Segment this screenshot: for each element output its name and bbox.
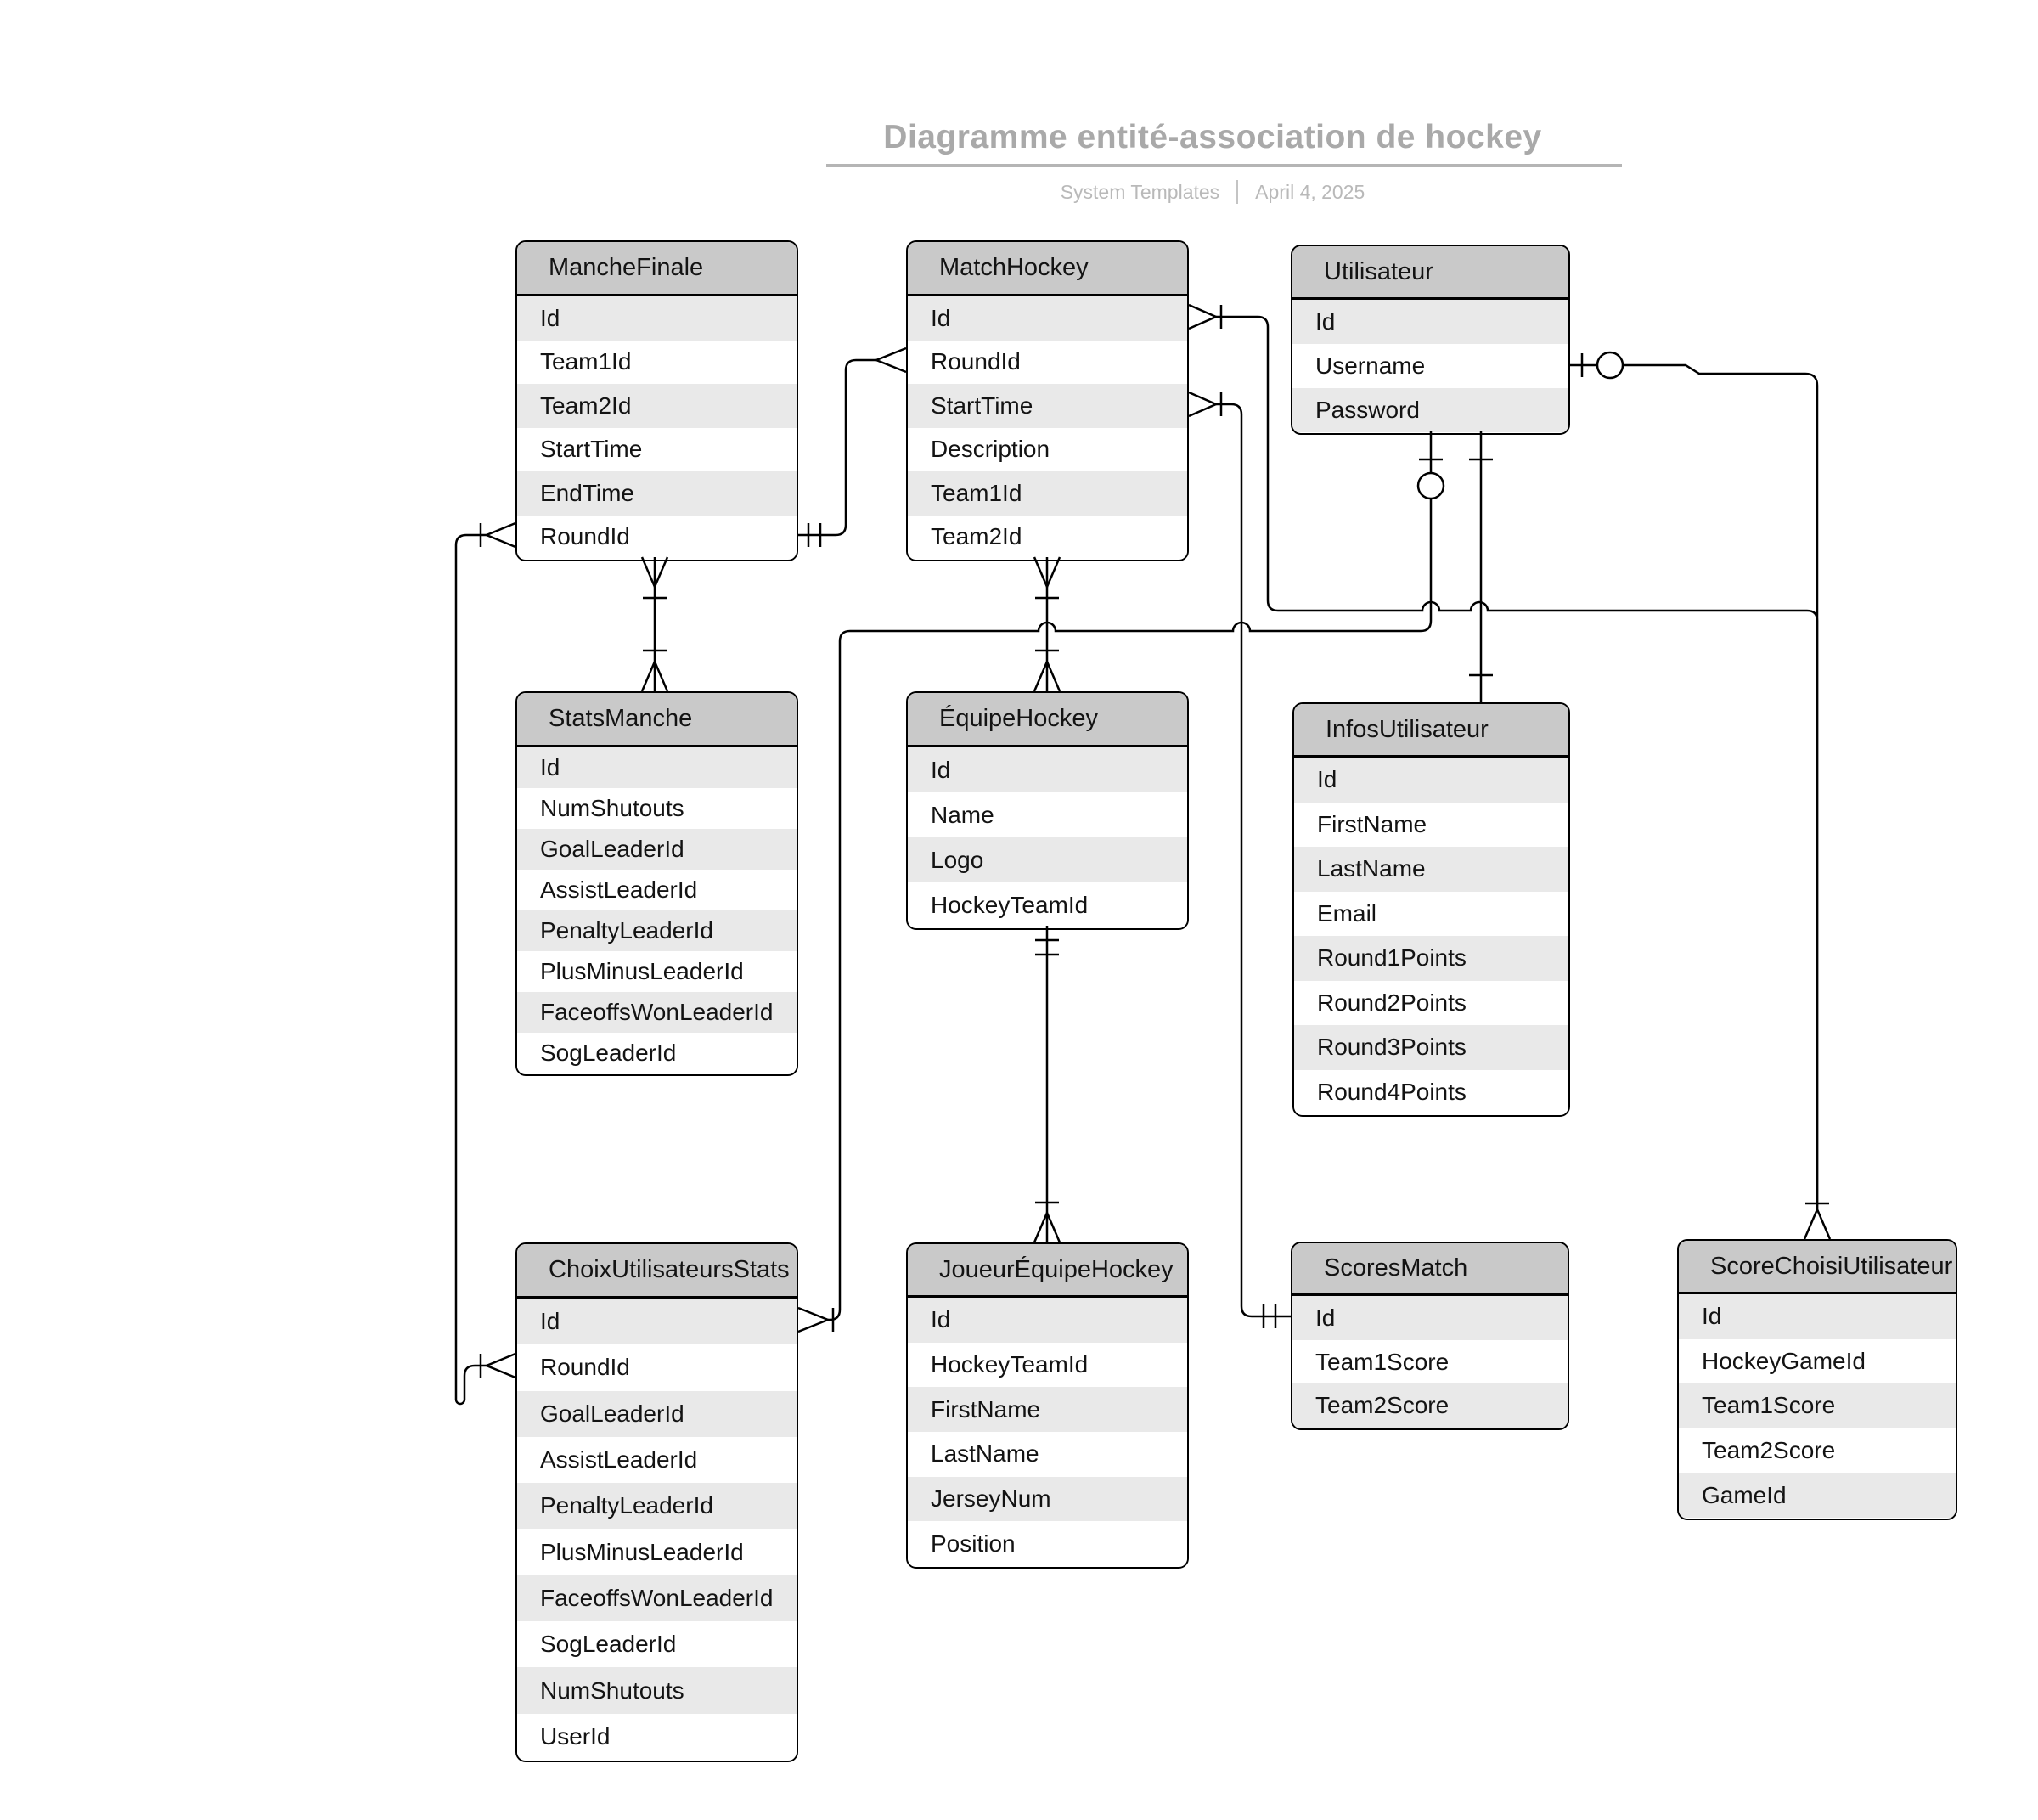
- entity-header-ChoixUtilisateursStats: ChoixUtilisateursStats: [517, 1244, 797, 1299]
- entity-field-row: Password: [1292, 388, 1568, 432]
- entity-field-row: NumShutouts: [517, 1667, 797, 1714]
- entity-field-row: Team1Id: [908, 471, 1187, 516]
- entity-field-row: Round1Points: [1294, 936, 1568, 981]
- entity-field-row: Description: [908, 427, 1187, 471]
- entity-header-Utilisateur: Utilisateur: [1292, 246, 1568, 300]
- entity-field-row: NumShutouts: [517, 788, 797, 829]
- entity-field-row: Team2Id: [908, 515, 1187, 559]
- diagram-subtitle: System Templates April 4, 2025: [746, 180, 1680, 204]
- entity-field-row: GameId: [1679, 1473, 1956, 1518]
- entity-field-row: AssistLeaderId: [517, 870, 797, 910]
- connector-matchhockey-equipehockey: [1033, 556, 1061, 692]
- entity-field-row: Position: [908, 1521, 1187, 1567]
- entity-field-row: HockeyTeamId: [908, 1342, 1187, 1388]
- entity-field-row: Id: [1679, 1294, 1956, 1339]
- entity-field-row: JerseyNum: [908, 1476, 1187, 1522]
- entity-field-row: Id: [517, 747, 797, 788]
- entity-field-row: Team1Score: [1679, 1383, 1956, 1428]
- entity-field-row: Team2Id: [517, 384, 797, 428]
- subtitle-divider: [1236, 180, 1239, 204]
- entity-field-row: GoalLeaderId: [517, 829, 797, 870]
- entity-field-row: LastName: [908, 1432, 1187, 1477]
- entity-field-row: Id: [517, 296, 797, 341]
- entity-field-row: FaceoffsWonLeaderId: [517, 992, 797, 1033]
- entity-field-row: Team2Score: [1292, 1383, 1568, 1428]
- entity-field-row: Id: [908, 296, 1187, 341]
- connector-manchefinale-statsmanche: [640, 556, 669, 692]
- entity-header-InfosUtilisateur: InfosUtilisateur: [1294, 704, 1568, 758]
- entity-field-row: LastName: [1294, 847, 1568, 892]
- entity-field-row: PlusMinusLeaderId: [517, 1529, 797, 1575]
- diagram-title: Diagramme entité-association de hockey: [883, 119, 1542, 155]
- entity-field-row: Id: [908, 1298, 1187, 1343]
- connector-utilisateur-infosutilisateur: [1469, 431, 1493, 702]
- entity-field-row: GoalLeaderId: [517, 1390, 797, 1437]
- entity-field-row: PenaltyLeaderId: [517, 910, 797, 951]
- entity-field-row: Id: [908, 747, 1187, 792]
- title-underline: [826, 164, 1622, 167]
- entity-field-row: PenaltyLeaderId: [517, 1483, 797, 1530]
- entity-field-row: SogLeaderId: [517, 1621, 797, 1668]
- entity-field-row: RoundId: [908, 340, 1187, 384]
- entity-field-row: Name: [908, 792, 1187, 837]
- entity-field-row: Email: [1294, 891, 1568, 936]
- entity-field-row: StartTime: [517, 427, 797, 471]
- entity-field-row: Round3Points: [1294, 1025, 1568, 1070]
- connector-manchefinale-choixutilisateursstats: [454, 521, 516, 1406]
- entity-field-row: AssistLeaderId: [517, 1436, 797, 1484]
- entity-field-row: Username: [1292, 344, 1568, 388]
- entity-field-row: Round2Points: [1294, 980, 1568, 1025]
- entity-field-row: Id: [517, 1299, 797, 1345]
- entity-field-row: Team1Id: [517, 340, 797, 384]
- entity-header-MancheFinale: MancheFinale: [517, 242, 797, 296]
- connector-utilisateur-scorechoisiutilisateur: [1570, 351, 1832, 1240]
- diagram-date: April 4, 2025: [1255, 180, 1365, 203]
- entity-field-row: Team1Score: [1292, 1339, 1568, 1384]
- entity-field-row: FirstName: [1294, 802, 1568, 847]
- entity-field-row: Team2Score: [1679, 1428, 1956, 1473]
- entity-field-row: Logo: [908, 837, 1187, 882]
- entity-field-row: RoundId: [517, 515, 797, 559]
- entity-header-JoueurEquipeHockey: JoueurÉquipeHockey: [908, 1244, 1187, 1298]
- entity-field-row: Round4Points: [1294, 1069, 1568, 1114]
- entity-field-row: FaceoffsWonLeaderId: [517, 1575, 797, 1622]
- diagram-source: System Templates: [1060, 180, 1220, 203]
- entity-field-row: Id: [1292, 300, 1568, 344]
- entity-field-row: HockeyGameId: [1679, 1338, 1956, 1384]
- title-block: Diagramme entité-association de hockey: [746, 119, 1680, 156]
- entity-field-row: UserId: [517, 1713, 797, 1760]
- entity-header-ScoresMatch: ScoresMatch: [1292, 1243, 1568, 1296]
- entity-header-ScoreChoisiUtilisateur: ScoreChoisiUtilisateur: [1679, 1241, 1956, 1294]
- connector-manchefinale-matchhockey: [798, 347, 907, 547]
- entity-field-row: RoundId: [517, 1344, 797, 1391]
- entity-field-row: PlusMinusLeaderId: [517, 951, 797, 992]
- entity-field-row: SogLeaderId: [517, 1033, 797, 1073]
- entity-header-EquipeHockey: ÉquipeHockey: [908, 693, 1187, 747]
- connector-matchhockey-scoresmatch: [1188, 391, 1291, 1328]
- entity-field-row: EndTime: [517, 471, 797, 516]
- entity-field-row: Id: [1292, 1296, 1568, 1340]
- connector-equipehockey-joueurequipehockey: [1033, 926, 1061, 1243]
- entity-field-row: StartTime: [908, 384, 1187, 428]
- entity-field-row: FirstName: [908, 1387, 1187, 1433]
- entity-header-MatchHockey: MatchHockey: [908, 242, 1187, 296]
- entity-field-row: Id: [1294, 758, 1568, 803]
- entity-field-row: HockeyTeamId: [908, 882, 1187, 927]
- entity-header-StatsManche: StatsManche: [517, 693, 797, 747]
